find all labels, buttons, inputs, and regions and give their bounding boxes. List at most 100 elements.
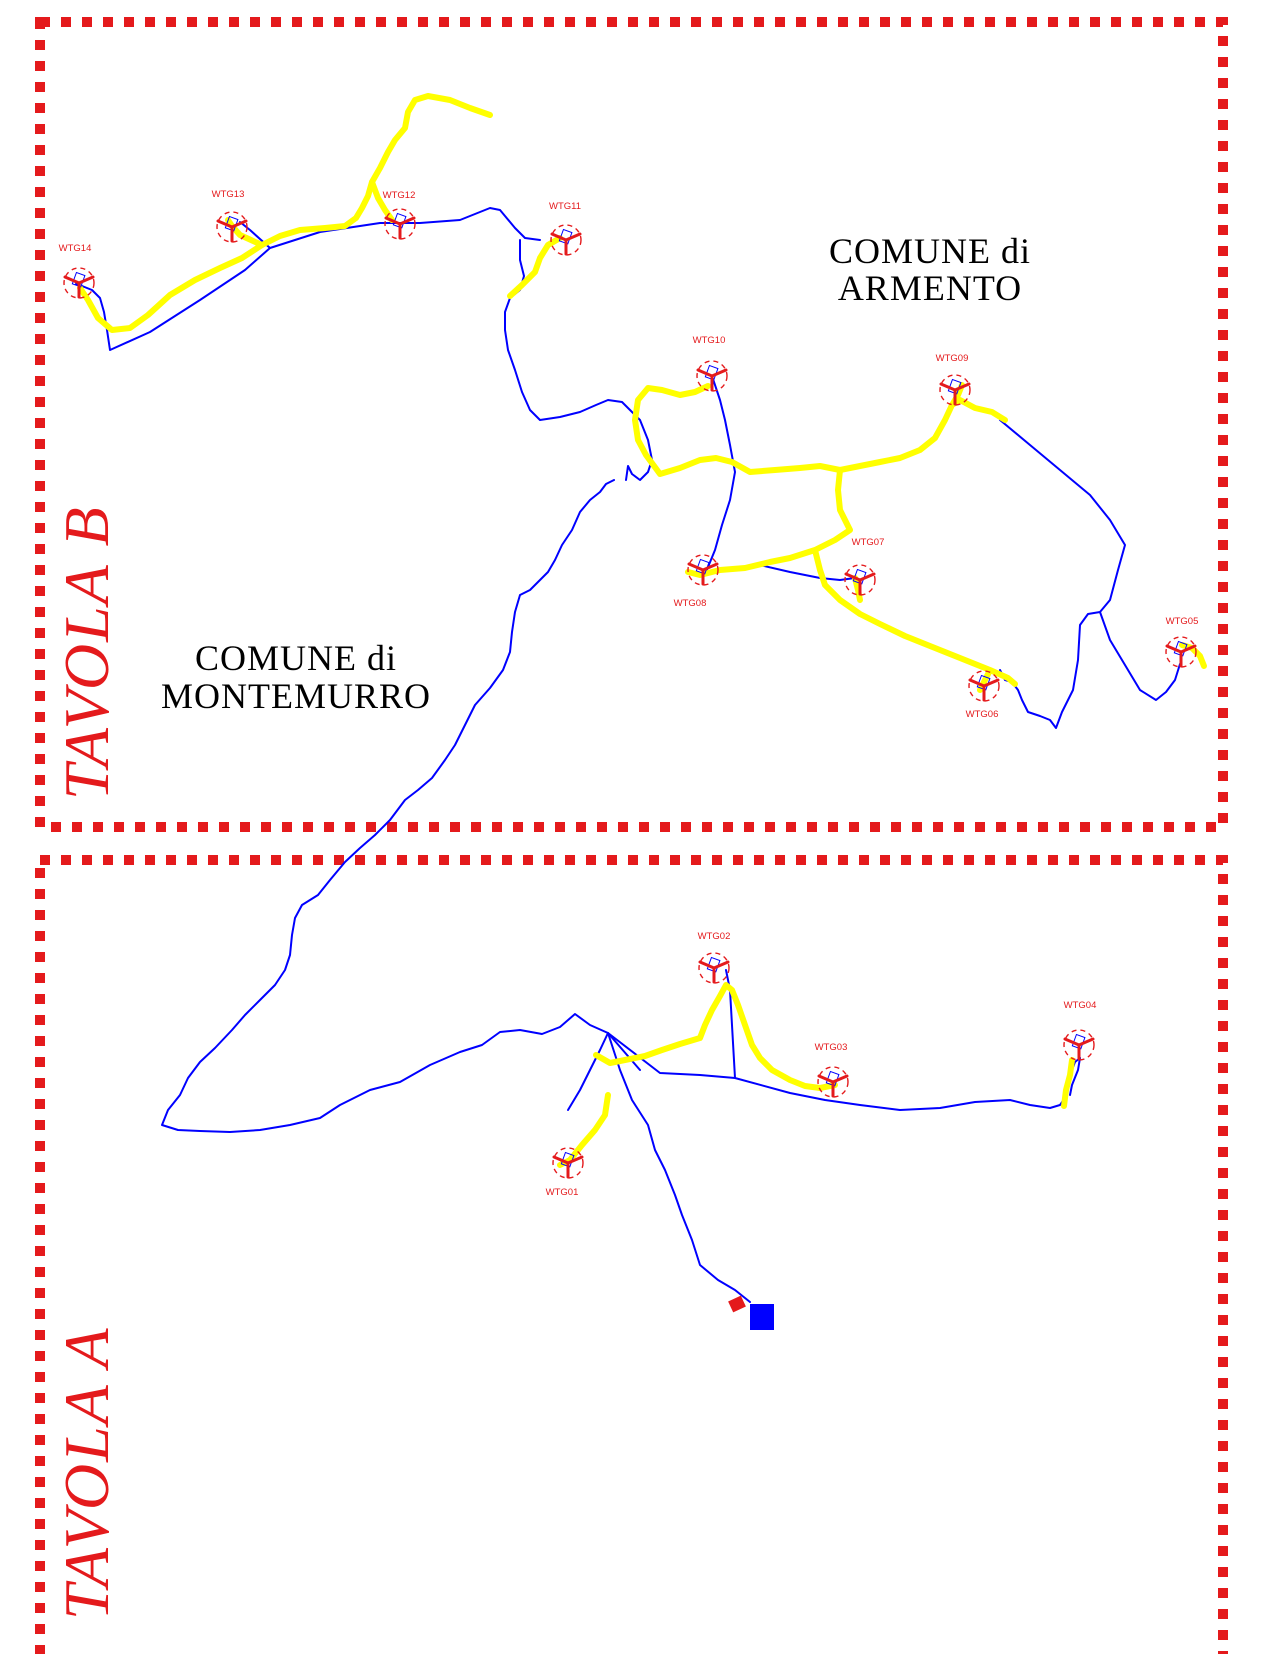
substation-icon xyxy=(728,1295,774,1330)
turbine-wtg11: WTG11 xyxy=(549,201,582,256)
turbine-wtg03: WTG03 xyxy=(815,1042,849,1098)
turbine-wtg09: WTG09 xyxy=(936,353,971,406)
rotor-circle xyxy=(552,1147,584,1179)
turbine-blade xyxy=(552,1155,570,1165)
rotor-circle xyxy=(550,224,582,256)
turbine-blade xyxy=(698,960,716,970)
wind-turbine-icon xyxy=(698,952,730,984)
comune-montemurro-line2: MONTEMURRO xyxy=(161,676,431,716)
cable-route-central-spine xyxy=(504,239,653,481)
rotor-circle xyxy=(698,952,730,984)
rotor-circle xyxy=(216,211,248,243)
comune-armento-line2: ARMENTO xyxy=(838,268,1022,308)
turbine-blade xyxy=(1077,1037,1095,1047)
turbine-blade xyxy=(953,382,971,392)
tavola-a-label: TAVOLA A xyxy=(51,1326,122,1620)
cable-route-wtg01 xyxy=(567,1032,609,1111)
wind-turbine-icon xyxy=(1063,1029,1095,1061)
wind-turbine-icon xyxy=(844,564,876,596)
cable-route-west-loop xyxy=(161,479,615,1133)
turbine-label-wtg09: WTG09 xyxy=(936,353,969,364)
access-road-wtg01 xyxy=(557,1092,611,1168)
frame-tavola-a xyxy=(35,855,1228,1654)
wind-turbine-icon xyxy=(550,224,582,256)
turbine-label-wtg01: WTG01 xyxy=(546,1187,579,1198)
comune-montemurro-line1: COMUNE di xyxy=(195,638,397,678)
cable-route-wtg04 xyxy=(1069,1057,1081,1096)
turbine-blade xyxy=(968,678,986,688)
wind-turbine-icon xyxy=(552,1147,584,1179)
rotor-circle xyxy=(1165,636,1197,668)
cable-route-south-main xyxy=(607,1032,751,1303)
turbine-blade xyxy=(216,219,234,229)
cable-route-wtg10-branch xyxy=(705,375,736,573)
turbine-label-wtg08: WTG08 xyxy=(674,598,707,609)
turbine-label-wtg05: WTG05 xyxy=(1166,616,1199,627)
rotor-circle xyxy=(968,670,1000,702)
wind-turbine-icon xyxy=(696,360,728,392)
wind-turbine-icon xyxy=(939,374,971,406)
turbine-blade xyxy=(1165,644,1183,654)
turbine-blade xyxy=(1063,1037,1081,1047)
rotor-circle xyxy=(939,374,971,406)
turbine-blade xyxy=(844,572,862,582)
turbine-wtg01: WTG01 xyxy=(546,1147,584,1198)
turbine-label-wtg02: WTG02 xyxy=(698,931,731,942)
wind-turbine-icon xyxy=(63,267,95,299)
wind-turbine-icon xyxy=(687,554,719,586)
cable-route-east-loop xyxy=(999,419,1181,729)
turbine-wtg07: WTG07 xyxy=(844,537,884,596)
wind-turbine-icon xyxy=(817,1066,849,1098)
turbine-label-wtg12: WTG12 xyxy=(383,190,416,201)
turbine-blade xyxy=(550,232,568,242)
turbine-blade xyxy=(696,368,714,378)
rotor-circle xyxy=(384,208,416,240)
wind-turbine-icon xyxy=(1165,636,1197,668)
access-road-wtg11 xyxy=(507,235,563,299)
turbine-label-wtg11: WTG11 xyxy=(549,201,581,212)
access-road-south xyxy=(593,982,838,1091)
turbine-label-wtg03: WTG03 xyxy=(815,1042,848,1053)
substation-block xyxy=(750,1304,774,1330)
access-road-northwest xyxy=(77,93,493,333)
turbine-blade xyxy=(982,678,1000,688)
rotor-circle xyxy=(817,1066,849,1098)
wind-turbine-icon xyxy=(216,211,248,243)
access-road-wtg13-spur xyxy=(225,217,265,248)
rotor-circle xyxy=(63,267,95,299)
tavola-b-label: TAVOLA B xyxy=(51,505,122,800)
turbine-blade xyxy=(858,572,876,582)
turbine-label-wtg10: WTG10 xyxy=(693,335,726,346)
turbine-blade xyxy=(687,562,705,572)
turbine-blade xyxy=(701,562,719,572)
sheet-frames xyxy=(35,17,1228,1654)
turbine-wtg04: WTG04 xyxy=(1063,1000,1096,1061)
turbine-blade xyxy=(710,368,728,378)
substation-connection xyxy=(728,1295,746,1313)
access-road-central-east xyxy=(632,383,1008,477)
turbine-blade xyxy=(230,219,248,229)
turbine-blade xyxy=(566,1155,584,1165)
turbine-blade xyxy=(1179,644,1197,654)
frame-tavola-b xyxy=(35,17,1228,832)
rotor-circle xyxy=(696,360,728,392)
rotor-circle xyxy=(687,554,719,586)
turbine-label-wtg06: WTG06 xyxy=(966,709,999,720)
comune-armento-label: COMUNE di ARMENTO xyxy=(829,231,1030,308)
turbine-wtg12: WTG12 xyxy=(383,190,416,240)
turbine-blade xyxy=(398,216,416,226)
access-roads xyxy=(77,93,1207,1168)
cable-routes xyxy=(75,207,1181,1303)
turbine-label-wtg13: WTG13 xyxy=(212,189,245,200)
access-road-wtg04 xyxy=(1061,1057,1075,1109)
cable-route-junction-east xyxy=(607,969,1081,1111)
wind-turbine-icon xyxy=(968,670,1000,702)
rotor-circle xyxy=(844,564,876,596)
turbine-blade xyxy=(384,216,402,226)
turbine-wtg05: WTG05 xyxy=(1165,616,1199,668)
turbine-wtg10: WTG10 xyxy=(693,335,728,392)
turbine-blade xyxy=(817,1074,835,1084)
turbine-blade xyxy=(564,232,582,242)
